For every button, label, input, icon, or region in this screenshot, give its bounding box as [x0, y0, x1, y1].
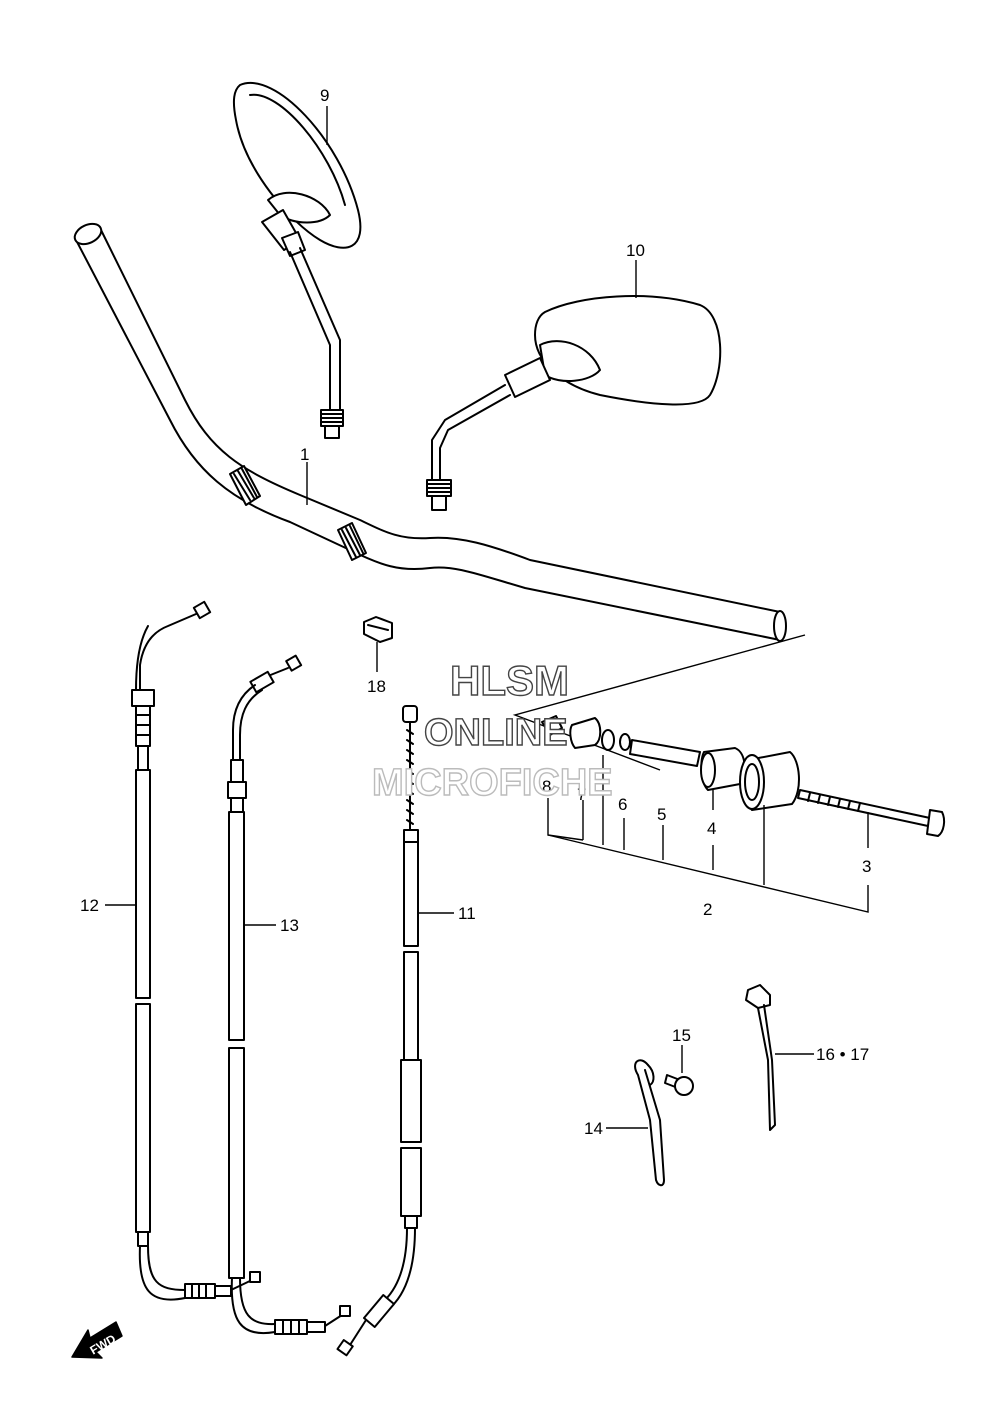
balancer-assembly — [541, 715, 946, 837]
watermark-line2: ONLINE — [424, 712, 568, 754]
callout-16-17: 16 • 17 — [816, 1045, 869, 1064]
callout-3: 3 — [862, 857, 871, 876]
callout-9: 9 — [320, 86, 329, 105]
cable-guide-14 — [634, 1059, 665, 1187]
handlebar — [73, 222, 787, 642]
callout-13: 13 — [280, 916, 299, 935]
clamp-band-16-17 — [745, 984, 776, 1131]
callout-18: 18 — [367, 677, 386, 696]
callout-2: 2 — [703, 900, 712, 919]
knurl-band-left — [229, 465, 261, 506]
bolt-15 — [664, 1045, 694, 1096]
callout-11: 11 — [458, 904, 476, 923]
explode-line — [512, 634, 806, 771]
mirror-left — [232, 82, 362, 439]
callout-7: 7 — [577, 785, 586, 804]
knurl-band-right — [337, 522, 367, 561]
clamp-18 — [363, 616, 393, 672]
cable-11 — [336, 705, 422, 1357]
callout-6: 6 — [618, 795, 627, 814]
cable-12 — [131, 600, 261, 1301]
callout-8: 8 — [542, 777, 551, 796]
balancer-leaders — [547, 755, 869, 913]
callout-5: 5 — [657, 805, 666, 824]
callout-12: 12 — [80, 896, 99, 915]
cable-13 — [227, 654, 351, 1335]
watermark-line3: MICROFICHE — [372, 762, 613, 804]
callout-1: 1 — [300, 445, 309, 464]
fwd-arrow-icon: FWD — [71, 1321, 123, 1359]
watermark: HLSM ONLINE MICROFICHE — [371, 656, 613, 804]
callout-10: 10 — [626, 241, 645, 260]
mirror-right — [426, 295, 722, 511]
callout-leaders — [105, 106, 814, 1129]
callout-15: 15 — [672, 1026, 691, 1045]
watermark-line1: HLSM — [450, 657, 569, 704]
callout-4: 4 — [707, 819, 716, 838]
callout-labels: 1 2 3 4 5 6 7 8 9 10 11 12 13 14 15 16 •… — [80, 86, 871, 1138]
callout-14: 14 — [584, 1119, 603, 1138]
